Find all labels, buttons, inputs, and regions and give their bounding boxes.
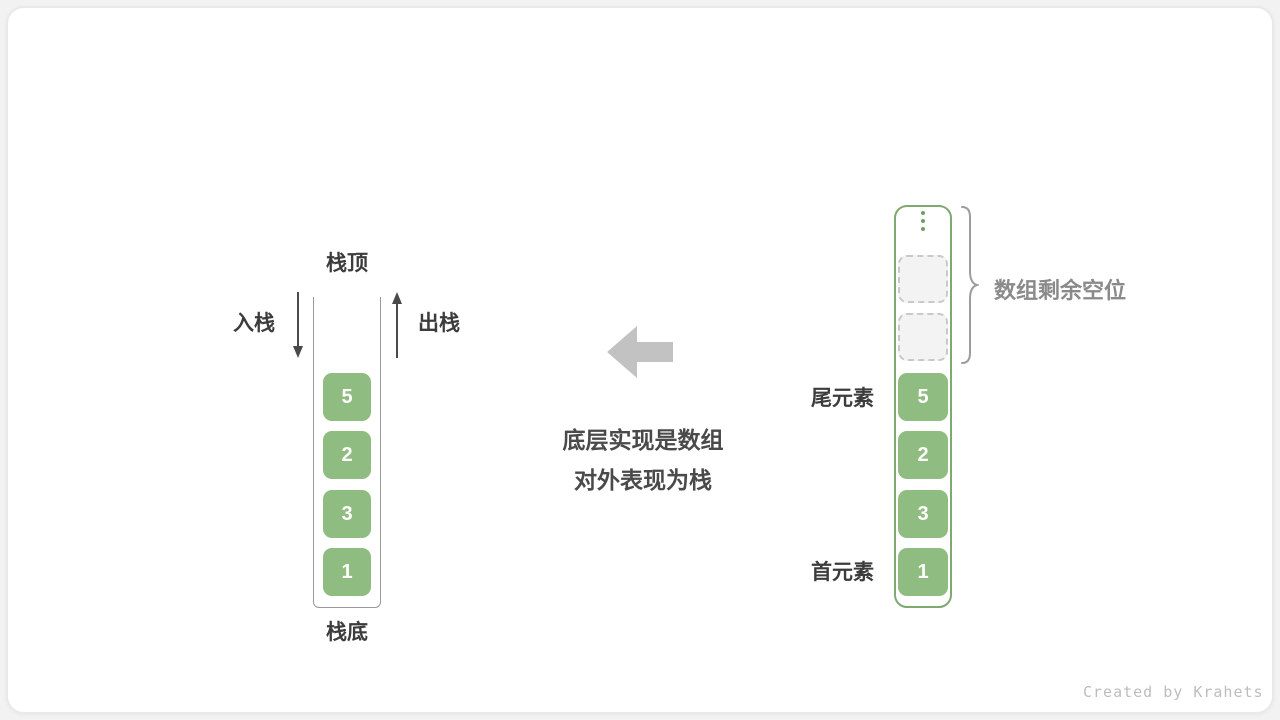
diagram-card: 栈顶 入栈 出栈 5 2 3 1 栈底 底层实现是数组 对外表现为栈 5 2 3… — [6, 6, 1274, 714]
center-caption: 底层实现是数组 对外表现为栈 — [523, 420, 763, 500]
caption-line-2: 对外表现为栈 — [574, 467, 712, 493]
credit-text: Created by Krahets — [1083, 683, 1264, 701]
stack-top-label: 栈顶 — [326, 252, 368, 275]
head-element-label: 首元素 — [811, 561, 874, 584]
caption-line-1: 底层实现是数组 — [562, 427, 724, 453]
pop-up-arrow-icon — [392, 292, 402, 358]
vertical-ellipsis-icon — [916, 211, 930, 231]
tail-element-label: 尾元素 — [811, 387, 874, 410]
array-empty-slot — [898, 313, 948, 361]
array-empty-slot — [898, 255, 948, 303]
remaining-slots-label: 数组剩余空位 — [994, 278, 1127, 303]
push-down-arrow-icon — [293, 292, 303, 358]
curly-brace-icon — [961, 206, 979, 364]
array-cell: 3 — [898, 490, 948, 538]
stack-cell: 3 — [323, 490, 371, 538]
transform-left-arrow-icon — [607, 326, 673, 378]
stack-cell: 2 — [323, 431, 371, 479]
array-cell: 2 — [898, 431, 948, 479]
stack-bottom-label: 栈底 — [326, 621, 368, 644]
array-cell: 1 — [898, 548, 948, 596]
stack-cell: 5 — [323, 373, 371, 421]
pop-label: 出栈 — [418, 312, 460, 335]
push-label: 入栈 — [233, 312, 275, 335]
array-cell: 5 — [898, 373, 948, 421]
stack-cell: 1 — [323, 548, 371, 596]
